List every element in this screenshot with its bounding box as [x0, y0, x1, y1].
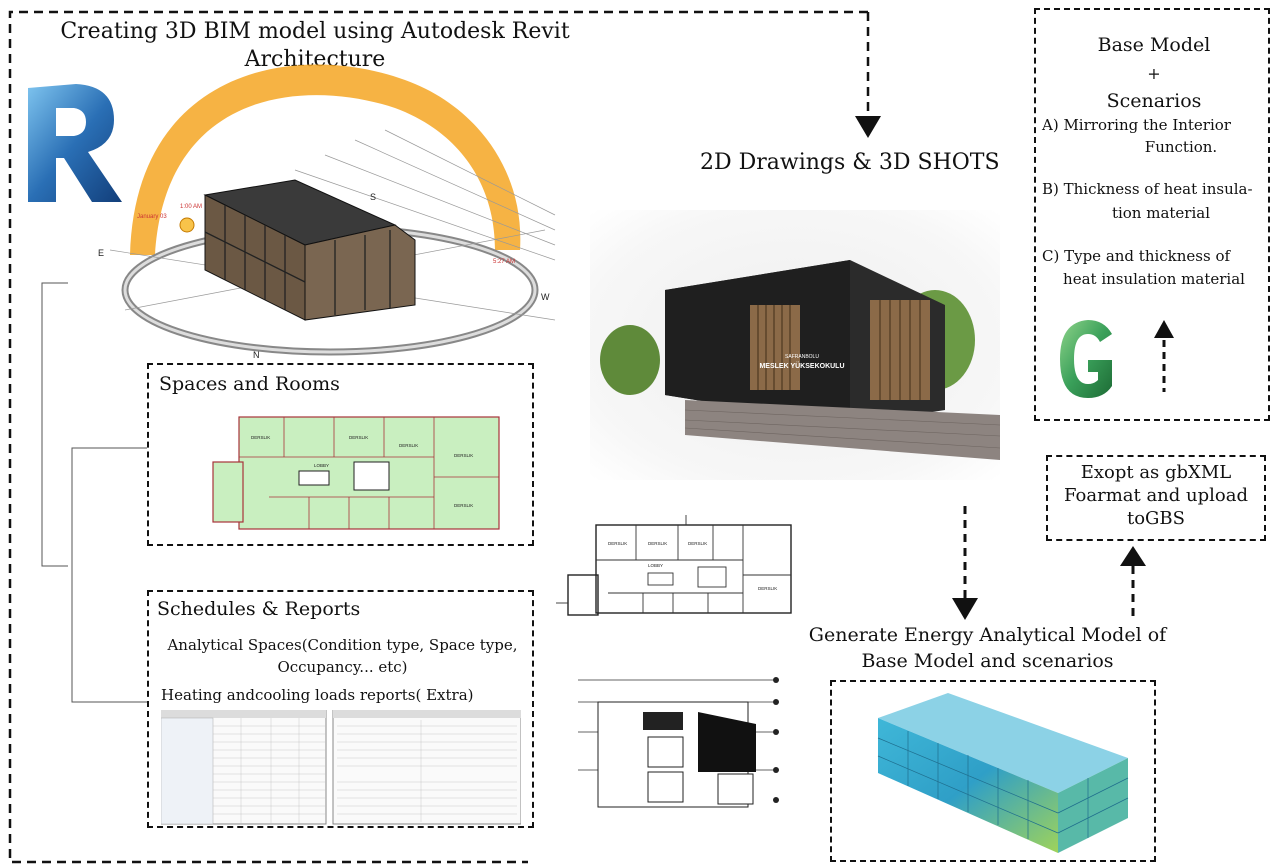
compass-n: N	[253, 350, 260, 360]
scenario-a-line2: Function.	[1144, 138, 1218, 156]
sun-time-2: 5:27 AM	[493, 259, 515, 265]
energy-line2: Base Model and scenarios	[861, 650, 1114, 672]
energy-label: Generate Energy Analytical Model of Base…	[790, 622, 1185, 674]
schedules-title: Schedules & Reports	[157, 598, 361, 620]
building-sign-line2: MESLEK YÜKSEKOKULU	[759, 361, 844, 370]
compass-s: S	[370, 192, 376, 202]
lobby-label: LOBBY	[648, 563, 663, 568]
export-line3: toGBS	[1126, 508, 1185, 529]
room-label: DERSLIK	[454, 453, 473, 458]
revit-logo-icon	[28, 84, 122, 202]
sun-date: January 03	[137, 214, 167, 220]
energy-line1: Generate Energy Analytical Model of	[808, 624, 1167, 646]
floor-plan-drawing: DERSLIK DERSLIK DERSLIK DERSLIK LOBBY	[556, 515, 792, 616]
sun-arc	[130, 64, 521, 255]
room-plan-diagram: DERSLIK DERSLIK DERSLIK DERSLIK DERSLIK …	[212, 416, 500, 530]
sun-time-1: 1:00 AM	[180, 204, 202, 210]
schedules-line3: Heating andcooling loads reports( Extra)	[161, 686, 474, 704]
scenario-c-line1: C) Type and thickness of	[1042, 247, 1231, 265]
energy-model-panel	[830, 680, 1156, 862]
scenarios-heading1: Base Model	[1097, 34, 1211, 56]
building-render: SAFRANBOLU MESLEK YÜKSEKOKULU	[590, 210, 1000, 480]
upward-arrow-icon	[1154, 320, 1174, 392]
building-sign-line1: SAFRANBOLU	[785, 354, 819, 360]
scenario-c-line2: heat insulation material	[1063, 270, 1245, 288]
compass-w: W	[541, 292, 550, 302]
lobby-label: LOBBY	[314, 463, 329, 468]
shots-label: 2D Drawings & 3D SHOTS	[700, 150, 1000, 175]
scenario-b-line2: tion material	[1111, 204, 1211, 222]
scenario-a-line1: A) Mirroring the Interior	[1042, 116, 1231, 134]
spaces-title: Spaces and Rooms	[159, 373, 340, 395]
section-drawing	[578, 677, 779, 808]
room-label: DERSLIK	[399, 443, 418, 448]
room-label: DERSLIK	[608, 541, 627, 546]
room-label: DERSLIK	[251, 435, 270, 440]
sun-path-model: E S W N 1:00 AM 5:27 AM January 03	[98, 64, 556, 360]
schedules-reports-panel: Schedules & Reports Analytical Spaces(Co…	[147, 590, 534, 828]
green-building-studio-logo-icon	[1060, 320, 1112, 398]
schedules-line1: Analytical Spaces(Condition type, Space …	[167, 636, 518, 654]
compass-e: E	[98, 248, 104, 258]
scenarios-plus: +	[1147, 64, 1161, 83]
room-label: DERSLIK	[349, 435, 368, 440]
scenarios-panel: Base Model + Scenarios A) Mirroring the …	[1034, 8, 1270, 421]
room-label: DERSLIK	[758, 586, 777, 591]
room-label: DERSLIK	[454, 503, 473, 508]
room-label: DERSLIK	[688, 541, 707, 546]
energy-analytical-model	[877, 693, 1129, 853]
scenario-b-line1: B) Thickness of heat insula-	[1042, 180, 1253, 198]
export-panel: Exopt as gbXML Foarmat and upload toGBS	[1046, 455, 1266, 541]
schedules-line2: Occupancy... etc)	[277, 658, 408, 676]
spaces-rooms-panel: Spaces and Rooms DERSLIK DERSLIK DERSLIK…	[147, 363, 534, 546]
main-title-line1: Creating 3D BIM model using Autodesk Rev…	[60, 19, 570, 44]
scenarios-heading2: Scenarios	[1106, 90, 1202, 112]
room-label: DERSLIK	[648, 541, 667, 546]
export-line1: Exopt as gbXML	[1080, 462, 1232, 483]
schedule-thumbnails	[161, 710, 521, 825]
sun-marker	[179, 217, 195, 233]
export-line2: Foarmat and upload	[1064, 485, 1248, 506]
